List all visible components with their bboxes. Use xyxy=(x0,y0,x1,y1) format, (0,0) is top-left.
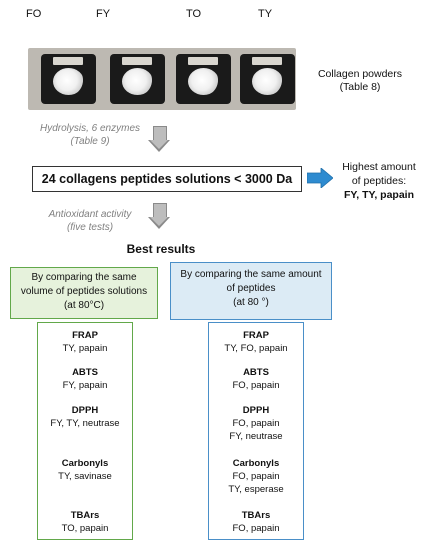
left-frap-result: TY, papain xyxy=(62,343,108,354)
hydrolysis-line1: Hydrolysis, 6 enzymes xyxy=(39,123,141,134)
same-volume-header: By comparing the same volume of peptides… xyxy=(10,267,158,319)
right-carbonyls-result-1: FO, papain xyxy=(232,471,280,482)
sample-label-fo: FO xyxy=(26,8,42,20)
left-header-line1: By comparing the same xyxy=(31,272,137,283)
antioxidant-label: Antioxidant activity (five tests) xyxy=(30,208,150,234)
right-frap-result: TY, FO, papain xyxy=(224,343,288,354)
same-amount-header: By comparing the same amount of peptides… xyxy=(170,262,332,320)
collagen-powders-photo xyxy=(28,48,296,110)
left-test-frap: FRAP xyxy=(72,330,98,341)
right-test-abts: ABTS xyxy=(243,367,269,378)
right-test-dpph: DPPH xyxy=(242,405,270,416)
antioxidant-line1: Antioxidant activity xyxy=(48,209,132,220)
right-abts-result: FO, papain xyxy=(232,380,280,391)
collagen-ref: (Table 8) xyxy=(339,81,381,93)
best-results-heading: Best results xyxy=(126,242,196,256)
left-header-line2: volume of peptides solutions xyxy=(20,286,148,297)
collagen-powders-caption: Collagen powders (Table 8) xyxy=(300,68,420,94)
right-arrow-icon xyxy=(307,168,333,188)
right-header-line2: of peptides xyxy=(226,283,276,294)
left-test-dpph: DPPH xyxy=(71,405,99,416)
sample-tray-fo xyxy=(41,54,96,104)
left-tbars-result: TO, papain xyxy=(61,523,109,534)
hydrolysis-line2: (Table 9) xyxy=(70,136,110,147)
collagen-title: Collagen powders xyxy=(317,68,403,80)
sample-label-to: TO xyxy=(186,8,202,20)
left-carbonyls-result: TY, savinase xyxy=(58,471,112,482)
left-abts-result: FY, papain xyxy=(62,380,108,391)
down-arrow-antioxidant xyxy=(148,203,170,231)
right-carbonyls-result-2: TY, esperase xyxy=(228,484,284,495)
right-test-frap: FRAP xyxy=(243,330,269,341)
right-header-line1: By comparing the same amount xyxy=(180,269,322,280)
peptide-solutions-box: 24 collagens peptides solutions < 3000 D… xyxy=(32,166,302,192)
sample-tray-fy xyxy=(110,54,165,104)
highest-line1: Highest amount xyxy=(342,161,416,173)
left-results-box: FRAP TY, papain ABTS FY, papain DPPH FY,… xyxy=(37,322,133,540)
left-header-line3: (at 80°C) xyxy=(63,300,105,311)
highest-amount-note: Highest amount of peptides: FY, TY, papa… xyxy=(333,160,424,202)
left-test-tbars: TBArs xyxy=(70,510,100,521)
sample-tray-ty xyxy=(240,54,295,104)
highest-line2: of peptides: xyxy=(351,175,407,187)
highest-line3: FY, TY, papain xyxy=(343,189,414,201)
right-test-carbonyls: Carbonyls xyxy=(232,458,280,469)
right-dpph-result-1: FO, papain xyxy=(232,418,280,429)
left-test-abts: ABTS xyxy=(72,367,98,378)
right-test-tbars: TBArs xyxy=(241,510,271,521)
sample-label-fy: FY xyxy=(96,8,111,20)
left-test-carbonyls: Carbonyls xyxy=(61,458,109,469)
right-results-box: FRAP TY, FO, papain ABTS FO, papain DPPH… xyxy=(208,322,304,540)
left-dpph-result: FY, TY, neutrase xyxy=(50,418,120,429)
right-dpph-result-2: FY, neutrase xyxy=(229,431,283,442)
right-tbars-result: FO, papain xyxy=(232,523,280,534)
sample-label-ty: TY xyxy=(258,8,273,20)
right-header-line3: (at 80 °) xyxy=(233,297,269,308)
sample-tray-to xyxy=(176,54,231,104)
down-arrow-hydrolysis xyxy=(148,126,170,152)
antioxidant-line2: (five tests) xyxy=(66,222,114,233)
hydrolysis-label: Hydrolysis, 6 enzymes (Table 9) xyxy=(20,122,160,148)
